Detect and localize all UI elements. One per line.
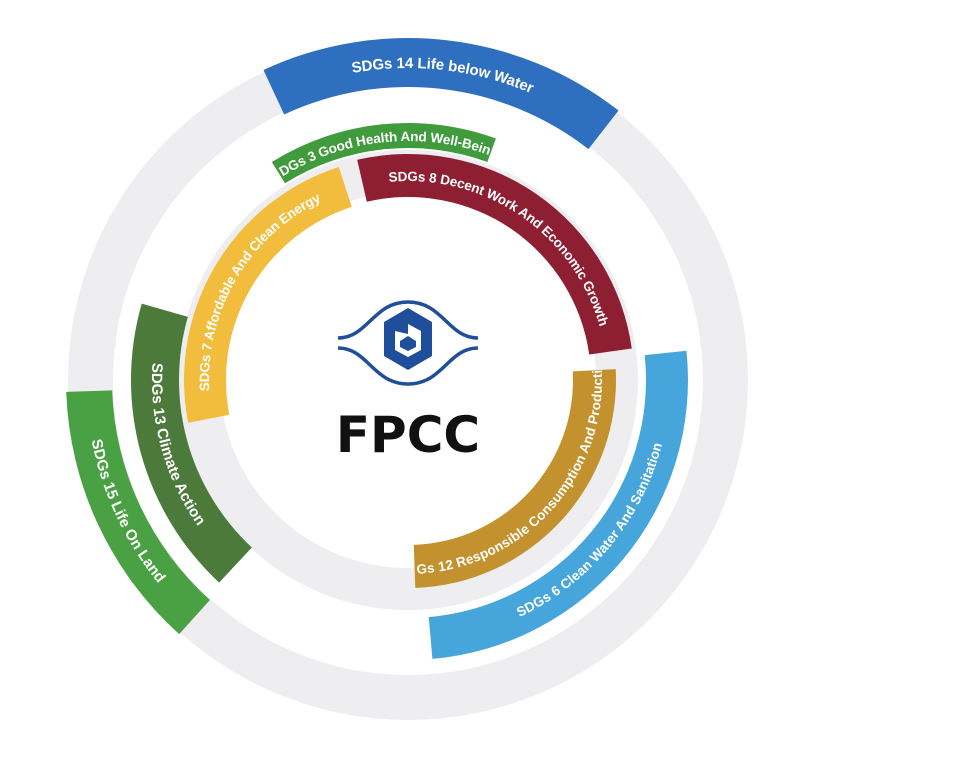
segment-sdg12 xyxy=(413,369,616,588)
fpcc-logo-icon xyxy=(337,300,479,386)
ring-segments xyxy=(66,37,688,659)
segment-sdg13 xyxy=(130,303,252,583)
segment-sdg14 xyxy=(263,37,619,150)
segment-sdg8 xyxy=(357,154,632,355)
brand-name: FPCC xyxy=(336,406,480,464)
segment-sdg6 xyxy=(428,350,688,659)
ring-track-2 xyxy=(177,149,639,611)
segment-sdg15 xyxy=(66,390,210,635)
segment-sdg7 xyxy=(183,166,352,423)
segment-sdg3 xyxy=(271,123,496,184)
